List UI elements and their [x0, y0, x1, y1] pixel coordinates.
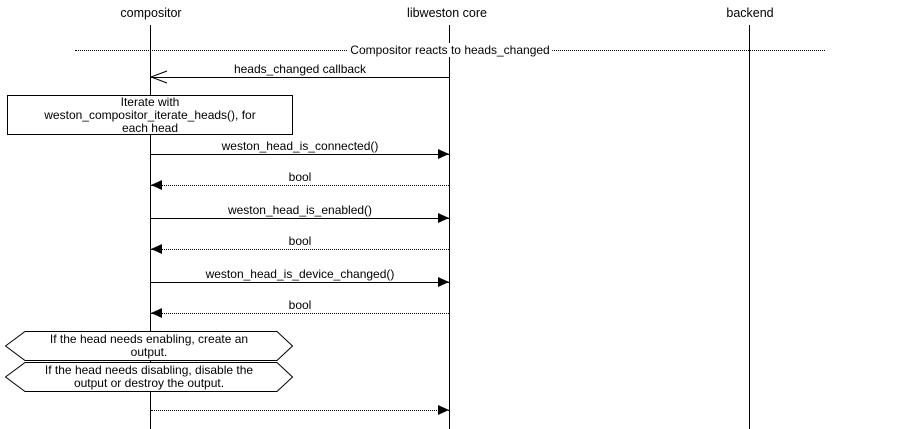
hexagon-shape — [5, 362, 293, 392]
message-line — [151, 249, 449, 250]
hexnote-needs-enabling: If the head needs enabling, create an ou… — [5, 331, 293, 361]
lifeline-libweston-core — [449, 25, 450, 429]
message-line — [151, 77, 449, 78]
hexagon-shape — [5, 331, 293, 361]
filled-arrowhead-icon — [151, 244, 162, 254]
message-label-bool-return: bool — [288, 234, 312, 248]
message-label-head-is-connected: weston_head_is_connected() — [221, 139, 379, 153]
message-line — [151, 218, 449, 219]
message-line — [151, 154, 449, 155]
filled-arrowhead-icon — [438, 149, 449, 159]
open-arrowhead-icon — [150, 70, 168, 84]
message-line — [151, 185, 449, 186]
lifeline-compositor — [150, 25, 151, 429]
divider-label: Compositor reacts to heads_changed — [347, 43, 553, 57]
hexnote-text: If the head needs disabling, disable the… — [44, 363, 254, 390]
filled-arrowhead-icon — [151, 308, 162, 318]
message-label-bool-return: bool — [288, 298, 312, 312]
message-line — [151, 410, 449, 411]
message-line — [151, 282, 449, 283]
participant-label-compositor: compositor — [120, 6, 182, 20]
participant-label-libweston-core: libweston core — [407, 6, 487, 20]
note-iterate-heads: Iterate with weston_compositor_iterate_h… — [7, 95, 293, 135]
filled-arrowhead-icon — [438, 405, 449, 415]
lifeline-backend — [749, 25, 750, 429]
filled-arrowhead-icon — [438, 277, 449, 287]
message-line — [151, 313, 449, 314]
hexnote-needs-disabling: If the head needs disabling, disable the… — [5, 362, 293, 392]
message-label-bool-return: bool — [288, 170, 312, 184]
hexnote-text: If the head needs enabling, create an ou… — [49, 332, 249, 359]
message-label-head-is-device-changed: weston_head_is_device_changed() — [205, 267, 395, 281]
message-label-heads-changed-callback: heads_changed callback — [233, 62, 367, 76]
filled-arrowhead-icon — [151, 180, 162, 190]
message-label-head-is-enabled: weston_head_is_enabled() — [227, 203, 373, 217]
filled-arrowhead-icon — [438, 213, 449, 223]
participant-label-backend: backend — [726, 6, 774, 20]
